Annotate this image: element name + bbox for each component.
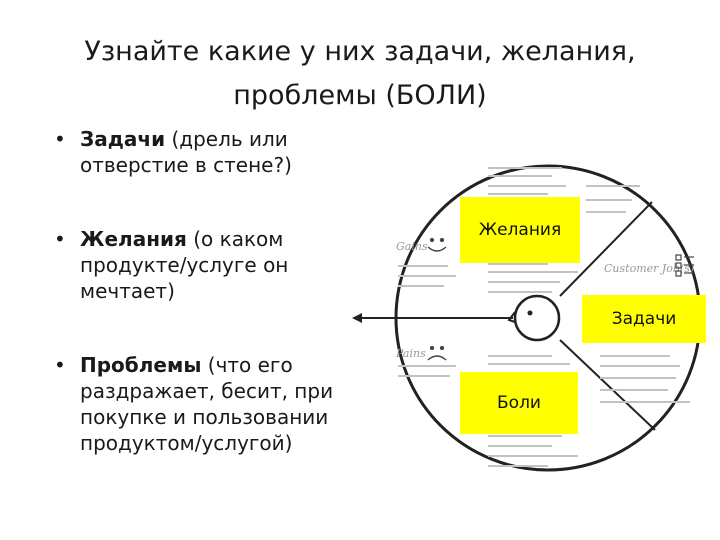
- bullet-tasks: Задачи (дрель или отверстие в стене?): [50, 126, 292, 178]
- tasks-label: Задачи: [582, 295, 706, 343]
- bullet-text: продукте/услуге он: [80, 253, 289, 277]
- jobs-handwritten: Customer Job(s): [604, 262, 694, 275]
- bullet-text: покупке и пользовании: [80, 405, 329, 429]
- divider-lower-right: [559, 339, 656, 431]
- bullet-text: (дрель или: [165, 127, 288, 151]
- arrow-head: [352, 313, 362, 323]
- frown-icon: [427, 345, 447, 361]
- checklist-icon: [675, 254, 694, 277]
- bullet-text: продуктом/услугой): [80, 431, 293, 455]
- title-line-1: Узнайте какие у них задачи, желания,: [84, 36, 636, 67]
- smile-icon: [427, 237, 447, 252]
- bullet-term: Проблемы: [80, 353, 202, 377]
- customer-face: [513, 294, 561, 342]
- pains-handwritten: Pains: [395, 347, 426, 360]
- divider-upper-right: [559, 201, 653, 297]
- bullet-text: отверстие в стене?): [80, 153, 292, 177]
- bullet-term: Желания: [80, 227, 187, 251]
- bullet-text: мечтает): [80, 279, 175, 303]
- title-line-2: проблемы (БОЛИ): [233, 80, 487, 111]
- gains-handwritten: Gains: [396, 240, 428, 253]
- bullet-text: (что его: [201, 353, 293, 377]
- customer-nose: [507, 311, 516, 323]
- bullet-pains: Проблемы (что его раздражает, бесит, при…: [50, 352, 333, 456]
- customer-eye: [527, 310, 533, 316]
- slide-title: Узнайте какие у них задачи, желания, про…: [60, 30, 660, 118]
- bullet-text: (о каком: [186, 227, 284, 251]
- pains-label: Боли: [460, 372, 578, 434]
- bullet-term: Задачи: [80, 127, 166, 151]
- faint-text-lines: [398, 167, 690, 467]
- wants-label: Желания: [460, 197, 580, 263]
- bullet-wants: Желания (о каком продукте/услуге он мечт…: [50, 226, 288, 304]
- bullet-text: раздражает, бесит, при: [80, 379, 334, 403]
